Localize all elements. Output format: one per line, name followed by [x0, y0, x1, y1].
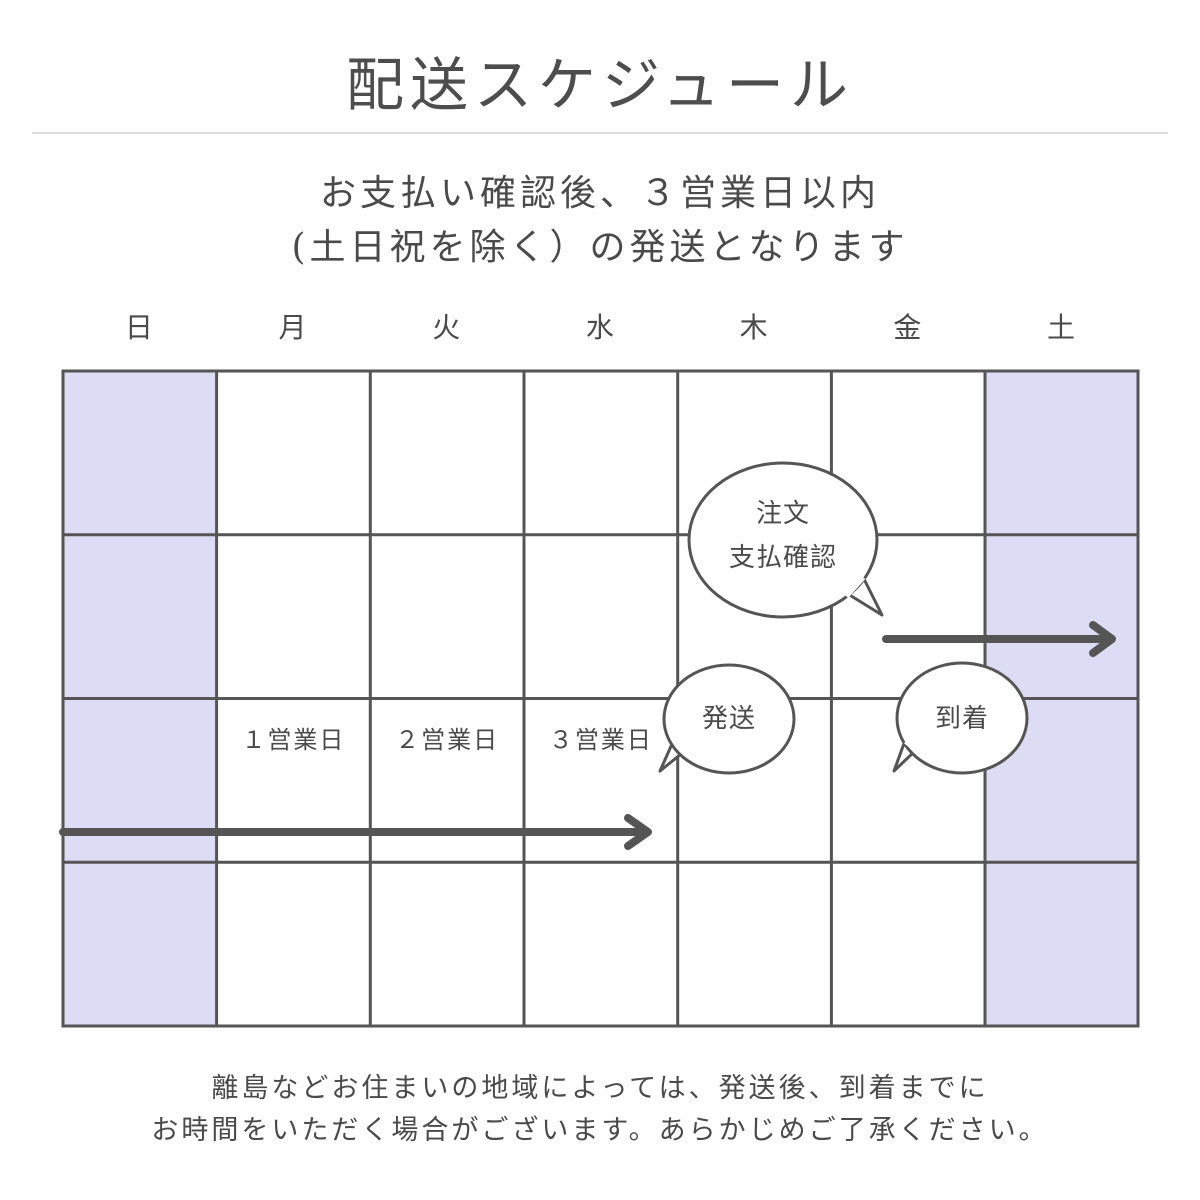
shipping-bubble-text: 発送 — [701, 704, 756, 734]
business-day-2-label: ２営業日 — [395, 726, 500, 754]
order-period-arrow — [882, 621, 1116, 657]
subtitle-line-2: (土日祝を除く）の発送となります — [291, 227, 909, 268]
subtitle-line-1: お支払い確認後、３営業日以内 — [319, 173, 880, 214]
weekday-fri: 金 — [893, 311, 922, 344]
business-day-1-label: １営業日 — [241, 726, 346, 754]
arrival-bubble — [892, 661, 1029, 775]
order-bubble — [687, 461, 884, 619]
order-bubble-line-2: 支払確認 — [728, 543, 837, 573]
weekday-sun: 日 — [124, 311, 153, 344]
title-divider — [32, 132, 1168, 134]
shipping-period-arrow — [59, 814, 652, 850]
page-title: 配送スケジュール — [346, 51, 854, 119]
arrival-bubble-text: 到着 — [934, 704, 989, 734]
business-day-3-label: ３営業日 — [548, 726, 653, 754]
shipping-bubble — [658, 663, 796, 775]
weekday-tue: 火 — [432, 311, 461, 344]
weekday-thu: 木 — [739, 311, 768, 344]
weekday-header: 日 月 火 水 木 金 土 — [62, 306, 1138, 346]
weekday-mon: 月 — [278, 311, 307, 344]
footer-note-line-1: 離島などお住まいの地域によっては、発送後、到着までに — [211, 1073, 989, 1104]
order-bubble-text: 注文 支払確認 — [700, 492, 866, 580]
weekday-wed: 水 — [585, 311, 614, 344]
footer-note-line-2: お時間をいただく場合がございます。あらかじめご了承ください。 — [151, 1115, 1049, 1146]
weekday-sat: 土 — [1047, 311, 1076, 344]
order-bubble-line-1: 注文 — [755, 499, 810, 529]
